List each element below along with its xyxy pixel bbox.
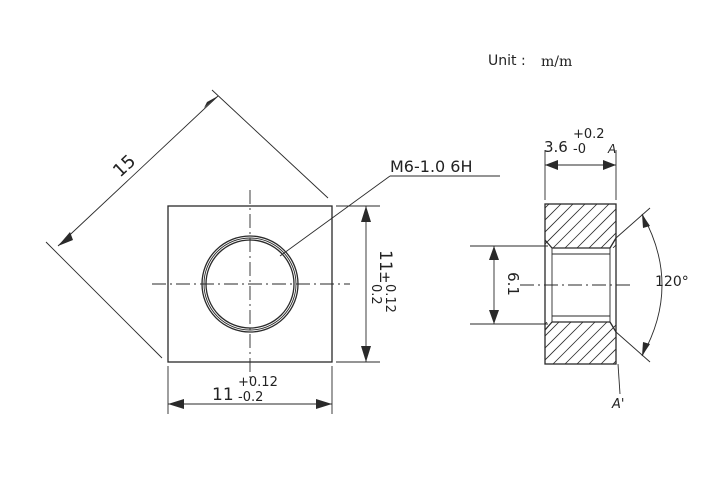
bore-arrow-top: [489, 246, 499, 260]
chamfer-left-top: [544, 239, 553, 249]
angle-arrow-top: [642, 214, 650, 228]
height-arrow-top: [361, 206, 371, 222]
height-upper-tol: 0.12: [382, 284, 397, 313]
thickness-dimension: 3.6 +0.2 -0 A: [544, 127, 617, 200]
diag-extension-line-2: [211, 89, 329, 199]
unit-value: m/m: [541, 54, 572, 70]
bore-arrow-bottom: [489, 310, 499, 324]
width-upper-tol: +0.12: [238, 375, 278, 390]
angle-leg-bottom: [615, 331, 651, 363]
height-arrow-bottom: [361, 346, 371, 362]
section-mark-bottom: A': [611, 397, 624, 412]
section-hatching-top: [545, 204, 616, 248]
unit-label: Unit :: [488, 53, 526, 69]
diag-arrow-1: [58, 232, 73, 246]
width-arrow-left: [168, 399, 184, 409]
width-lower-tol: -0.2: [238, 390, 263, 405]
thick-nominal: 3.6: [544, 138, 568, 156]
side-view: 3.6 +0.2 -0 A 6.1 120° A': [470, 127, 689, 412]
unit-note: Unit : m/m: [488, 53, 572, 70]
thread-callout: M6-1.0 6H: [279, 157, 500, 257]
diag-dimension-line: [57, 95, 219, 247]
chamfer-right-bottom: [609, 321, 617, 333]
angle-leg-top: [615, 207, 651, 239]
bore-dimension-text: 6.1: [504, 272, 522, 296]
chamfer-left-bottom: [544, 321, 553, 331]
height-tol-sign: ±: [376, 271, 394, 284]
chamfer-right-top: [609, 237, 617, 249]
height-lower-tol: 0.2: [368, 284, 383, 305]
section-hatching-bottom: [545, 322, 616, 364]
thread-inner-circle: [205, 239, 295, 329]
thread-mid-circle: [203, 237, 297, 331]
angle-arrow-bottom: [642, 342, 650, 356]
thread-leader-line: [279, 175, 391, 257]
angle-arc: [641, 213, 663, 357]
thick-arrow-left: [545, 160, 558, 170]
thick-arrow-right: [603, 160, 616, 170]
thick-lower-tol: -0: [573, 142, 586, 157]
front-view: 15 M6-1.0 6H 11 +0.12 -0.2 11: [45, 89, 500, 414]
width-nominal: 11: [212, 385, 234, 405]
diag-arrow-2: [204, 96, 218, 108]
diagonal-dimension: 15: [45, 89, 329, 359]
diag-dimension-text: 15: [109, 151, 140, 182]
section-outline: [544, 203, 617, 365]
section-line-bottom: [617, 363, 621, 395]
section-mark-top: A: [607, 142, 616, 156]
angle-text: 120°: [655, 274, 689, 290]
bore-dimension: 6.1: [470, 245, 548, 325]
height-nominal: 11: [375, 250, 395, 272]
thread-outer-circle: [201, 235, 299, 333]
thread-callout-text: M6-1.0 6H: [390, 157, 473, 176]
thick-upper-tol: +0.2: [573, 127, 605, 142]
height-dimension: 11 ± 0.12 0.2: [336, 205, 397, 363]
diag-extension-line-1: [45, 241, 163, 359]
chamfer-angle: 120°: [615, 207, 689, 363]
width-arrow-right: [316, 399, 332, 409]
width-dimension: 11 +0.12 -0.2: [167, 366, 333, 414]
